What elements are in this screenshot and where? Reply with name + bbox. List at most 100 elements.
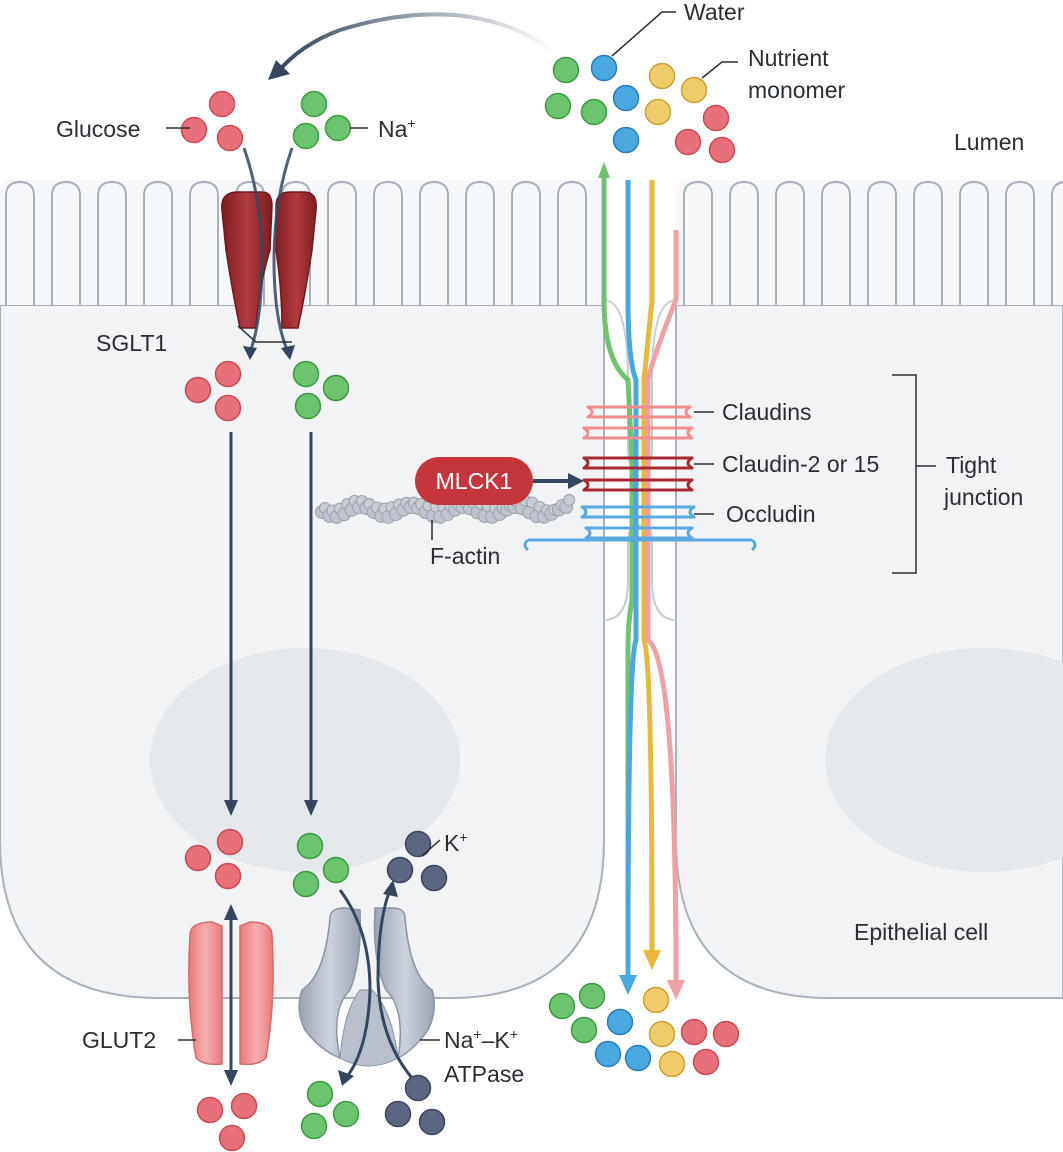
- label-atpase-line2: ATPase: [444, 1061, 524, 1087]
- sodium-exit-arrowhead: [338, 1070, 354, 1086]
- nutrient-molecule: [648, 1020, 676, 1048]
- potassium-entry-path: [376, 889, 414, 1079]
- glucose-molecule: [180, 116, 208, 144]
- tight-junction-strands: [523, 405, 757, 552]
- sodium-molecule: [552, 56, 580, 84]
- glut2-transporter: [188, 921, 274, 1066]
- microvillus: [913, 180, 943, 305]
- sodium-molecule: [292, 360, 320, 388]
- water-molecule: [590, 54, 618, 82]
- potassium-molecule: [386, 856, 414, 884]
- glucose-molecule: [674, 128, 702, 156]
- microvillus: [775, 180, 805, 305]
- label-lumen: Lumen: [954, 129, 1024, 155]
- sodium-molecule: [578, 982, 606, 1010]
- glucose-molecule: [230, 1092, 258, 1120]
- sodium-molecule: [306, 1080, 334, 1108]
- junction-strand: [638, 426, 694, 440]
- mlck1-arrowhead: [568, 473, 584, 489]
- microvilli-left: [5, 180, 587, 305]
- junction-strand: [638, 526, 694, 540]
- paracellular-channel-bottom: [603, 523, 677, 621]
- sodium-molecule: [548, 992, 576, 1020]
- recycle-arrow: [276, 12, 557, 74]
- glucose-molecule: [184, 376, 212, 404]
- label-tight-line2: junction: [943, 484, 1023, 510]
- paracellular-channel-top: [603, 299, 677, 472]
- glucose-molecule: [702, 104, 730, 132]
- label-glut2: GLUT2: [82, 1027, 156, 1053]
- sodium-molecule: [544, 92, 572, 120]
- potassium-molecule: [404, 1074, 432, 1102]
- sglt1-leader: [237, 325, 292, 343]
- nutrient-molecule: [648, 62, 676, 90]
- sodium-molecule: [322, 374, 350, 402]
- glucose-molecule: [216, 124, 244, 152]
- nucleus-right: [825, 648, 1063, 872]
- leader-lines: [166, 11, 936, 1041]
- microvilli-right: [683, 180, 1063, 305]
- label-epithelial-cell: Epithelial cell: [854, 919, 988, 945]
- glucose-molecule: [196, 1096, 224, 1124]
- microvillus: [959, 180, 989, 305]
- tight-junction-bracket: [892, 374, 917, 574]
- glucose-molecule: [214, 360, 242, 388]
- sodium-molecule: [332, 1100, 360, 1128]
- water-molecule: [624, 1044, 652, 1072]
- glucose-molecule: [216, 828, 244, 856]
- nutrient-molecule: [642, 986, 670, 1014]
- water-molecule: [612, 84, 640, 112]
- microvillus: [419, 180, 449, 305]
- mlck1-label: MLCK1: [436, 468, 513, 494]
- microvillus: [189, 180, 219, 305]
- label-f-actin: F-actin: [430, 543, 500, 569]
- junction-strand: [584, 526, 642, 540]
- glucose-flow-red: [645, 230, 679, 981]
- nutrient-molecule: [658, 1050, 686, 1078]
- glucose-molecule: [712, 1020, 740, 1048]
- potassium-molecule: [404, 830, 432, 858]
- microvillus: [683, 180, 713, 305]
- sodium-molecule: [580, 98, 608, 126]
- nutrient-molecule: [680, 76, 708, 104]
- sodium-path-sglt1: [272, 147, 294, 353]
- glucose-path-arrowhead: [243, 346, 257, 360]
- microvillus: [51, 180, 81, 305]
- sodium-molecule: [300, 90, 328, 118]
- label-tight-line1: Tight: [946, 452, 997, 478]
- blue-arrow-down: [619, 975, 637, 995]
- microvillus: [373, 180, 403, 305]
- microvillus: [327, 180, 357, 305]
- glut2-arrowhead-up: [224, 904, 238, 920]
- microvillus: [5, 180, 35, 305]
- recycle-arrowhead: [268, 60, 290, 80]
- nutrient-leader: [701, 61, 738, 79]
- microvillus: [511, 180, 541, 305]
- potassium-entry-arrowhead: [383, 880, 398, 897]
- glucose-molecule: [708, 136, 736, 164]
- junction-strand: [638, 478, 694, 492]
- microvillus: [557, 180, 587, 305]
- junction-strand: [582, 456, 642, 470]
- junction-strand: [638, 505, 696, 519]
- potassium-molecule: [420, 864, 448, 892]
- glucose-path-sglt1: [242, 147, 264, 353]
- right-epithelial-cell: [675, 180, 1063, 999]
- glucose-molecule: [218, 1124, 246, 1152]
- microvillus: [867, 180, 897, 305]
- label-glucose: Glucose: [56, 116, 140, 142]
- microvillus: [729, 180, 759, 305]
- water-flow-blue: [625, 180, 639, 976]
- label-sodium: Na+: [378, 115, 416, 142]
- nucleus-left: [150, 648, 460, 872]
- potassium-leader: [421, 839, 441, 857]
- sodium-molecule: [292, 870, 320, 898]
- nutrient-molecule: [644, 98, 672, 126]
- mlck1-kinase: MLCK1: [415, 457, 533, 505]
- yellow-arrow-down: [643, 950, 661, 970]
- junction-strand: [638, 405, 692, 419]
- water-leader: [611, 11, 676, 57]
- water-molecule: [606, 1008, 634, 1036]
